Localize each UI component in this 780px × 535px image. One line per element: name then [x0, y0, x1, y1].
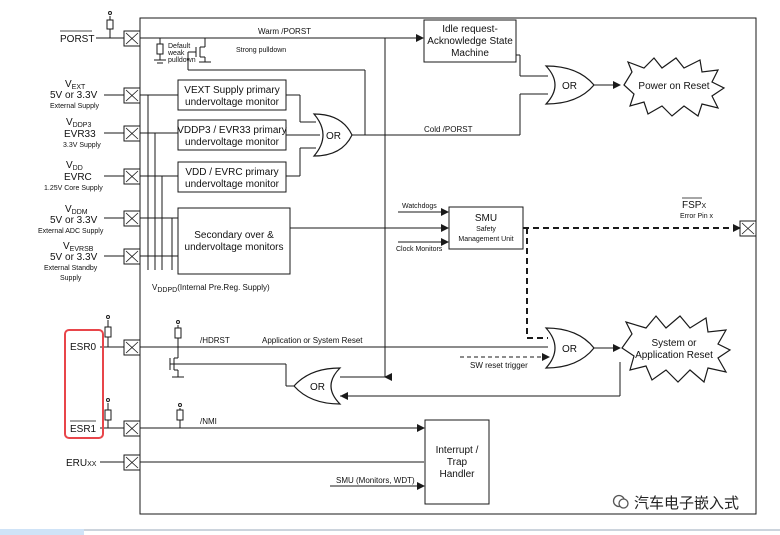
or-label-system: OR [562, 344, 577, 355]
idle-request-block [423, 19, 517, 63]
cold-porst-label: Cold /PORST [424, 125, 473, 134]
system-reset-burst [621, 315, 732, 384]
svg-text:Trap: Trap [447, 457, 468, 468]
esr0-label: ESR0 [70, 342, 97, 353]
watchdogs-label: Watchdogs [402, 203, 437, 210]
svg-text:Management Unit: Management Unit [458, 236, 513, 243]
esr-highlight-box [64, 329, 104, 439]
secondary-monitor-block [177, 207, 291, 275]
svg-text:Safety: Safety [476, 226, 496, 233]
svg-text:Acknowledge State: Acknowledge State [427, 36, 513, 47]
or-label-power: OR [562, 81, 577, 92]
watermark-text: 汽车电子嵌入式 [634, 493, 740, 512]
power-on-reset-burst [623, 57, 726, 117]
vext-monitor-block [177, 79, 287, 111]
warm-porst-label: Warm /PORST [258, 27, 311, 36]
svg-text:weak: weak [167, 50, 185, 57]
svg-text:VDDPD(Internal Pre.Reg. Supply: VDDPD(Internal Pre.Reg. Supply) [152, 283, 270, 294]
svg-text:undervoltage monitor: undervoltage monitor [185, 137, 280, 148]
app-reset-label: Application or System Reset [262, 336, 363, 345]
power-on-reset-label: Power on Reset [638, 81, 709, 92]
arrowheads [340, 34, 741, 490]
vdd-monitor-block [177, 161, 287, 193]
svg-text:VEVRSB: VEVRSB [63, 241, 94, 253]
svg-text:VDD / EVRC primary: VDD / EVRC primary [185, 167, 278, 178]
svg-text:Default: Default [168, 43, 190, 50]
svg-text:Handler: Handler [439, 469, 475, 480]
porst-label: PORST [60, 34, 94, 45]
interrupt-handler-block [424, 419, 490, 505]
svg-text:FSPX: FSPX [682, 200, 706, 211]
svg-text:SMU: SMU [475, 213, 497, 224]
svg-text:VEXT: VEXT [65, 79, 86, 91]
sw-reset-label: SW reset trigger [470, 361, 528, 370]
or-gate-system [544, 327, 595, 369]
or-gates [293, 65, 595, 405]
vext-voltage: 5V or 3.3V [50, 90, 98, 101]
svg-text:VEXT Supply primary: VEXT Supply primary [184, 85, 279, 96]
strong-pulldown-label: Strong pulldown [236, 47, 286, 54]
wires [140, 37, 621, 487]
clock-monitors-label: Clock Monitors [396, 246, 443, 253]
smu-fault-lines [523, 227, 740, 339]
vddm-voltage: 5V or 3.3V [50, 215, 98, 226]
svg-text:VDDM: VDDM [65, 204, 88, 216]
hdrst-label: /HDRST [200, 336, 230, 345]
watermark: 汽车电子嵌入式 [612, 491, 772, 513]
svg-text:VDDP3: VDDP3 [66, 117, 91, 129]
svg-text:undervoltage monitors: undervoltage monitors [185, 242, 284, 253]
svg-text:Secondary over &: Secondary over & [194, 230, 274, 241]
vddp3-monitor-block [177, 119, 287, 151]
evrc-desc: 1.25V Core Supply [44, 185, 103, 192]
blocks [177, 19, 524, 505]
vext-desc: External Supply [50, 103, 100, 110]
svg-text:undervoltage monitor: undervoltage monitor [185, 179, 280, 190]
svg-text:Machine: Machine [451, 48, 489, 59]
smu-monitors-label: SMU (Monitors, WDT) [336, 476, 415, 485]
svg-text:System or: System or [651, 338, 697, 349]
or-gate-power [544, 65, 595, 105]
evr33-desc: 3.3V Supply [63, 142, 101, 149]
nmi-label: /NMI [200, 417, 217, 426]
pad-crosses [125, 32, 755, 469]
caption-highlight [0, 529, 84, 535]
fsp-desc: Error Pin x [680, 213, 714, 220]
svg-text:Interrupt /: Interrupt / [436, 445, 479, 456]
or-gate-esr [293, 367, 342, 405]
svg-text:Idle request-: Idle request- [442, 24, 498, 35]
svg-text:VDDP3 / EVR33 primary: VDDP3 / EVR33 primary [177, 125, 286, 136]
vddm-desc: External ADC Supply [38, 228, 104, 235]
vevrsb-desc1: External Standby [44, 265, 98, 272]
labels: PORST VEXT 5V or 3.3V External Supply VD… [38, 24, 714, 485]
wechat-icon [612, 494, 629, 509]
or-label-esr: OR [310, 382, 325, 393]
svg-text:VDD: VDD [66, 160, 83, 172]
esr1-label: ESR1 [70, 424, 97, 435]
smu-block [448, 206, 524, 250]
svg-text:ERUXX: ERUXX [66, 458, 97, 469]
or-gate-monitors [312, 113, 353, 157]
svg-text:Application Reset: Application Reset [635, 350, 713, 361]
pin-stubs [96, 11, 124, 463]
vevrsb-voltage: 5V or 3.3V [50, 252, 98, 263]
evr33-name: EVR33 [64, 129, 96, 140]
svg-text:pulldown: pulldown [168, 57, 196, 64]
vevrsb-desc2: Supply [60, 275, 82, 282]
or-label-monitors: OR [326, 131, 341, 142]
chip-boundary [139, 17, 757, 515]
svg-text:undervoltage monitor: undervoltage monitor [185, 97, 280, 108]
evrc-name: EVRC [64, 172, 92, 183]
